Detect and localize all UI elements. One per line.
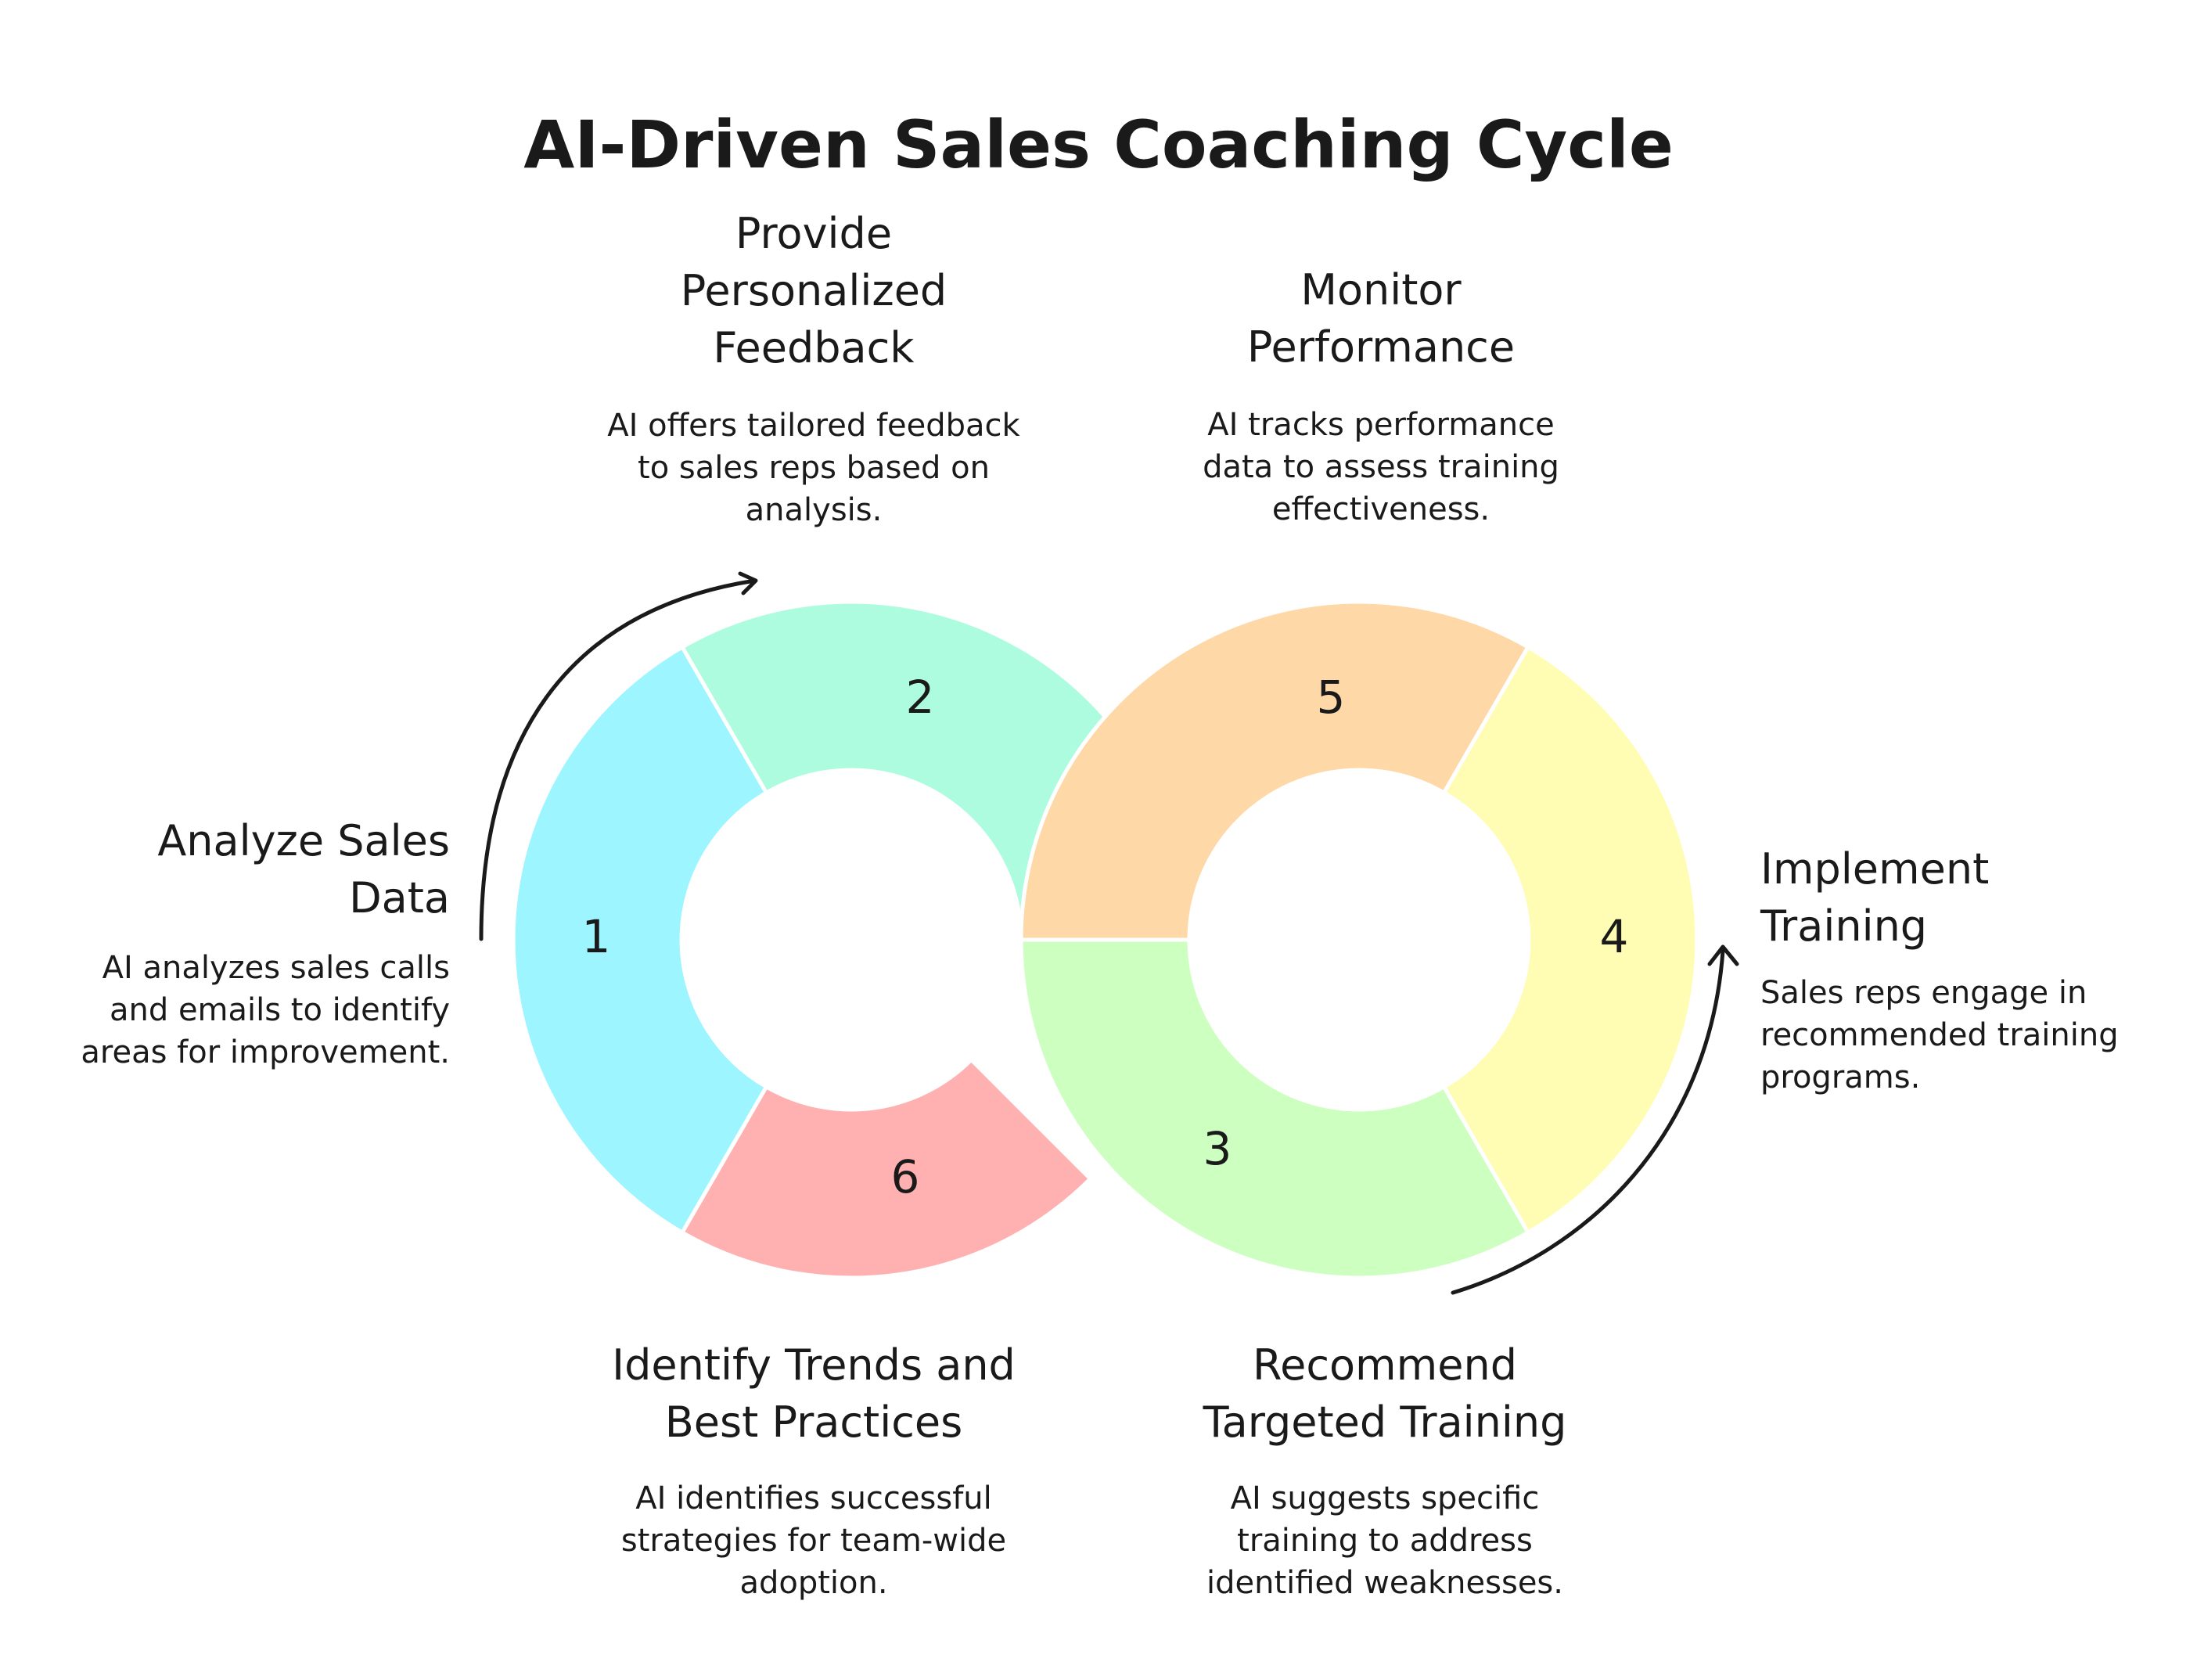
step-6: Identify Trends and Best Practices AI id… — [595, 1336, 1033, 1604]
step-3-description: AI suggests specific training to address… — [1206, 1480, 1563, 1601]
step-4-description: Sales reps engage in recommended trainin… — [1760, 975, 2119, 1095]
segment-3 — [1019, 937, 1530, 1280]
step-2-title: Provide Personalized Feedback — [680, 209, 947, 372]
step-2-description: AI offers tailored feedback to sales rep… — [607, 408, 1020, 528]
step-3-title: Recommend Targeted Training — [1203, 1340, 1567, 1447]
step-1-description: AI analyzes sales calls and emails to id… — [81, 950, 450, 1070]
step-4: Implement Training Sales reps engage in … — [1760, 840, 2159, 1099]
step-3: Recommend Targeted Training AI suggests … — [1185, 1336, 1584, 1604]
step-4-title: Implement Training — [1760, 844, 1990, 951]
page-title: AI-Driven Sales Coaching Cycle — [523, 106, 1674, 184]
step-2: Provide Personalized Feedback AI offers … — [595, 205, 1033, 531]
step-6-description: AI identifies successful strategies for … — [620, 1480, 1007, 1601]
step-5: Monitor Performance AI tracks performanc… — [1185, 261, 1577, 531]
cycle-arrow-right — [1451, 948, 1725, 1295]
segment-number-1: 1 — [582, 910, 611, 963]
segment-number-6: 6 — [891, 1150, 920, 1203]
segment-1 — [511, 645, 768, 1235]
segment-6 — [680, 1057, 1092, 1280]
segment-number-4: 4 — [1600, 910, 1629, 963]
arrow-head-left — [738, 571, 758, 595]
cycle-arrow-left — [479, 578, 757, 941]
arrow-head-right — [1707, 944, 1739, 966]
segment-5 — [1019, 599, 1530, 942]
step-1: Analyze Sales Data AI analyzes sales cal… — [47, 812, 450, 1074]
segment-number-3: 3 — [1203, 1122, 1232, 1175]
segment-number-2: 2 — [906, 671, 935, 724]
segment-number-5: 5 — [1317, 671, 1346, 724]
step-5-description: AI tracks performance data to assess tra… — [1203, 407, 1559, 527]
step-1-title: Analyze Sales Data — [157, 816, 450, 923]
step-5-title: Monitor Performance — [1246, 265, 1516, 372]
segment-4 — [1442, 645, 1699, 1235]
step-6-title: Identify Trends and Best Practices — [612, 1340, 1016, 1447]
